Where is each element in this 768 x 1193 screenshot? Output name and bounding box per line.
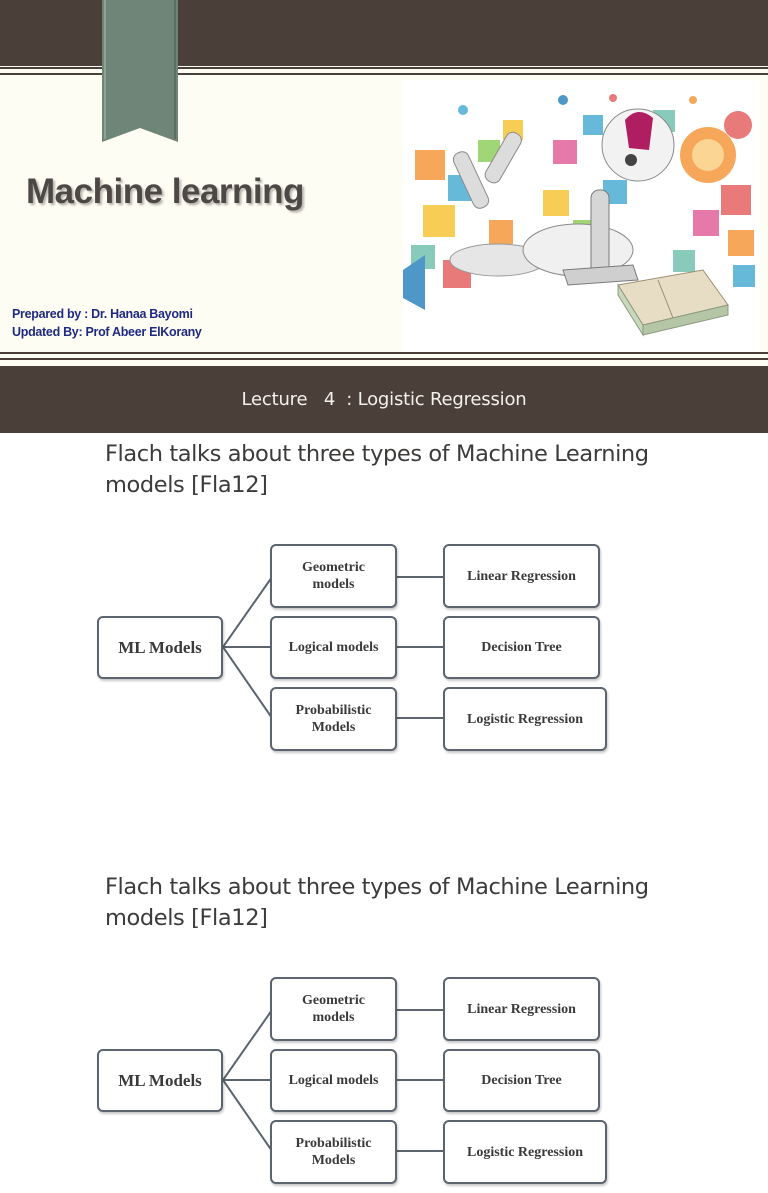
logical-models-node: Logical models (270, 616, 397, 679)
ml-models-diagram: ML Models Geometric models Logical models… (90, 973, 620, 1193)
presentation-title: Machine learning (26, 172, 304, 211)
node-label-line: Probabilistic (295, 703, 372, 718)
linear-regression-node: Linear Regression (443, 544, 600, 608)
title-slide: Machine learning Prepared by : Dr. Hanaa… (0, 0, 768, 433)
node-label-line: Models (311, 1153, 356, 1168)
geometric-models-node: Geometric models (270, 977, 397, 1041)
logistic-regression-node: Logistic Regression (443, 687, 607, 751)
logistic-regression-node: Logistic Regression (443, 1120, 607, 1184)
node-label-line: models (312, 577, 355, 592)
node-label-line: Models (311, 720, 356, 735)
slide-heading: Flach talks about three types of Machine… (105, 441, 649, 498)
node-label-line: Geometric (302, 560, 365, 575)
ml-models-node: ML Models (97, 1049, 223, 1112)
decision-tree-node: Decision Tree (443, 1049, 600, 1112)
node-label-line: Geometric (302, 993, 365, 1008)
bookmark-ribbon (102, 0, 178, 142)
ml-models-diagram: ML Models Geometric models Logical models… (90, 540, 620, 760)
geometric-models-node: Geometric models (270, 544, 397, 608)
diagram-connectors (222, 576, 445, 719)
node-label-line: Probabilistic (295, 1136, 372, 1151)
linear-regression-node: Linear Regression (443, 977, 600, 1041)
lecture-title: Lecture 4 : Logistic Regression (241, 389, 527, 410)
bottom-divider (0, 352, 768, 360)
logical-models-node: Logical models (270, 1049, 397, 1112)
robot-reading-illustration (403, 80, 760, 353)
prepared-by: Prepared by : Dr. Hanaa Bayomi (12, 307, 193, 321)
top-divider (0, 67, 768, 75)
decision-tree-node: Decision Tree (443, 616, 600, 679)
updated-by: Updated By: Prof Abeer ElKorany (12, 325, 202, 339)
ml-models-node: ML Models (97, 616, 223, 679)
lecture-banner: Lecture 4 : Logistic Regression (0, 366, 768, 433)
node-label-line: models (312, 1010, 355, 1025)
slide-heading: Flach talks about three types of Machine… (105, 874, 649, 931)
